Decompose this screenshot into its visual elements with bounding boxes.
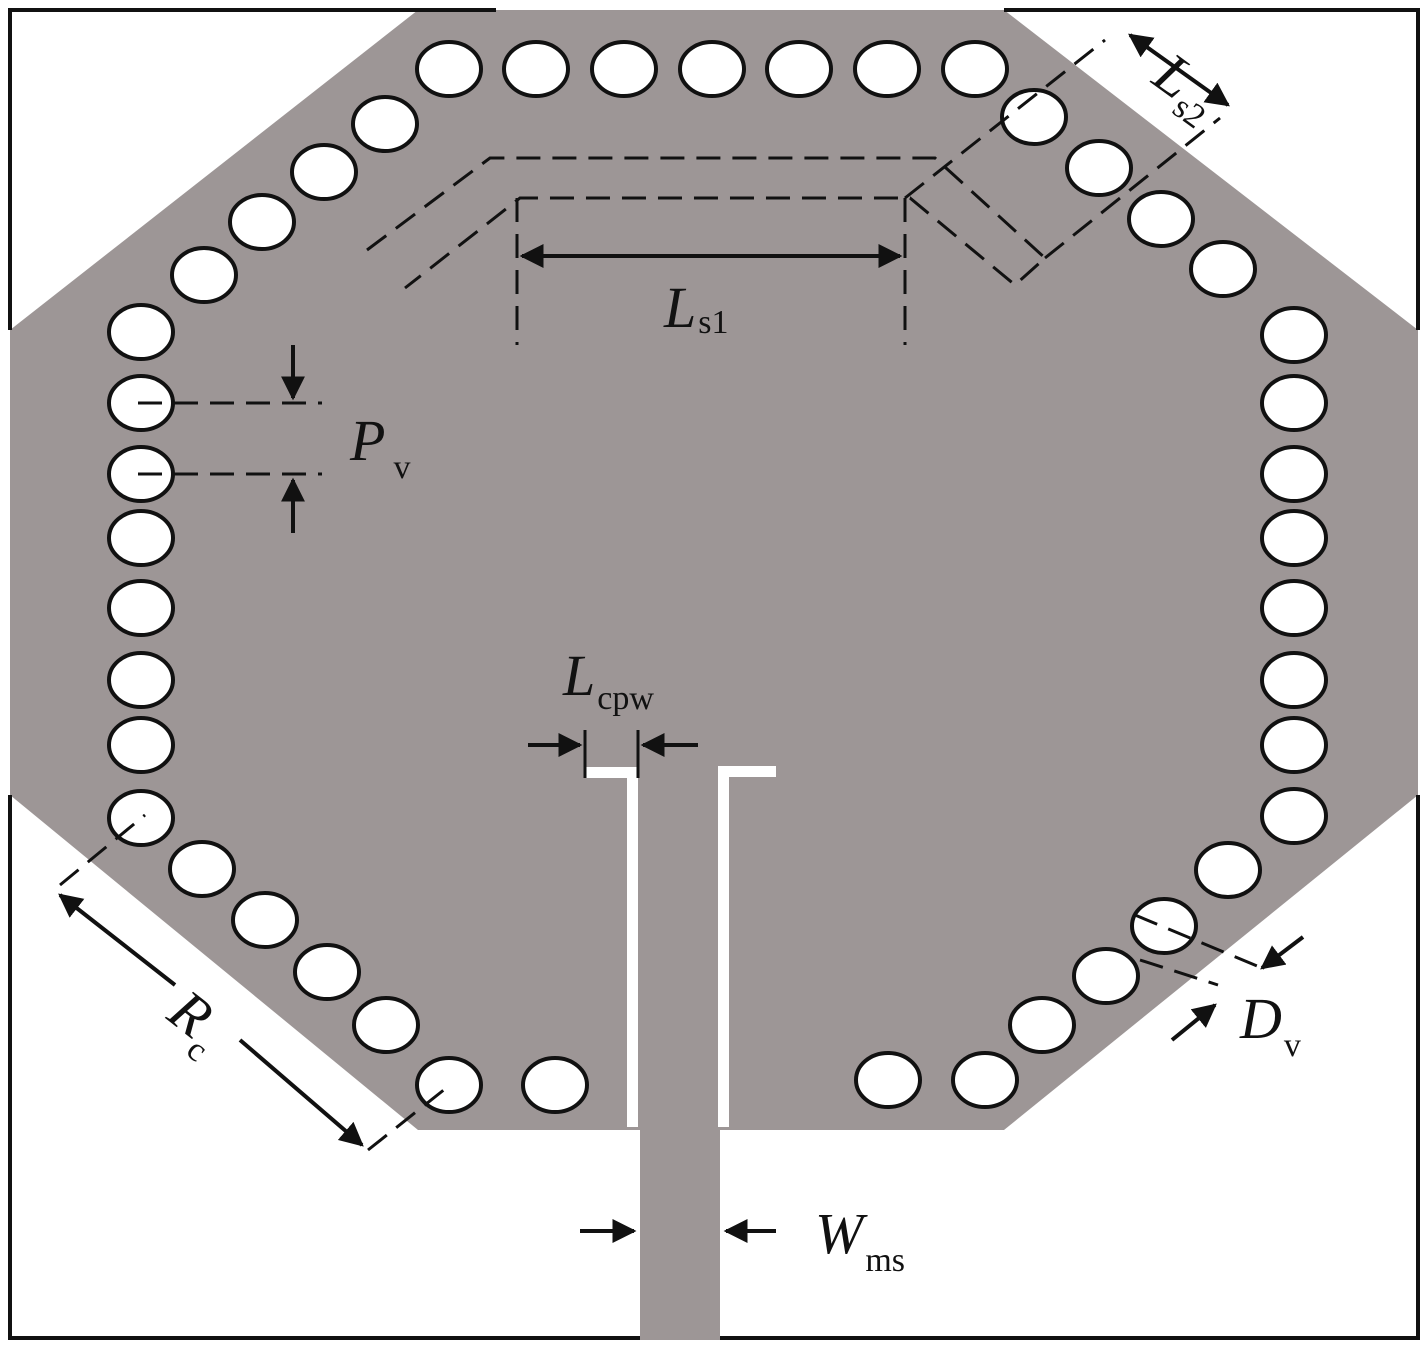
via-hole: [1000, 88, 1068, 146]
octagonal-cavity: [10, 10, 1418, 1130]
dashed-guides: [59, 38, 1263, 1152]
via-hole: [228, 193, 296, 251]
via-hole: [521, 1056, 589, 1114]
via-hole: [352, 996, 420, 1054]
via-hole: [951, 1051, 1019, 1109]
cpw-slot-left-horizontal: [585, 767, 636, 778]
rc-guide-right: [367, 1083, 451, 1152]
via-hole: [853, 40, 921, 98]
cpw-slot-right-horizontal: [718, 766, 776, 777]
dv-guide-lower: [1139, 958, 1219, 987]
via-hole: [107, 716, 175, 774]
via-hole: [231, 891, 299, 949]
via-hole: [765, 40, 833, 98]
via-array: [107, 40, 1328, 1114]
via-hole: [1189, 240, 1257, 298]
ls2-guide-lower: [1044, 116, 1221, 260]
via-hole: [854, 1051, 922, 1109]
via-hole: [1260, 374, 1328, 432]
via-hole: [351, 95, 419, 153]
via-hole: [1260, 509, 1328, 567]
via-hole: [1260, 579, 1328, 637]
rc-arrow-lower: [238, 1038, 364, 1147]
via-hole: [1260, 445, 1328, 503]
via-hole: [1130, 897, 1198, 955]
label-ls2: Ls2: [1137, 39, 1232, 136]
dimension-arrows: [58, 33, 1305, 1243]
via-hole: [170, 246, 238, 304]
via-hole: [107, 579, 175, 637]
via-hole: [1260, 651, 1328, 709]
via-hole: [168, 840, 236, 898]
board-frame: [8, 8, 1420, 1340]
cpw-slot-ticks: [583, 730, 640, 778]
label-lcpw: Lcpw: [562, 643, 654, 717]
via-hole: [107, 303, 175, 361]
via-hole: [107, 509, 175, 567]
via-hole: [1260, 716, 1328, 774]
via-hole: [1260, 306, 1328, 364]
via-hole: [107, 651, 175, 709]
via-hole: [293, 943, 361, 1001]
rc-guide-left: [59, 813, 146, 887]
via-hole: [1260, 787, 1328, 845]
via-hole: [1194, 841, 1262, 899]
via-hole: [590, 40, 658, 98]
via-hole: [678, 40, 746, 98]
via-hole: [415, 40, 483, 98]
cpw-slot-left-vertical: [627, 767, 638, 1127]
label-wms: Wms: [815, 1201, 905, 1279]
label-dv: Dv: [1239, 986, 1301, 1064]
via-hole: [290, 143, 358, 201]
microstrip-feed-line: [640, 1125, 720, 1340]
ls2-guide-upper: [904, 38, 1106, 200]
rc-arrow-upper: [58, 893, 177, 987]
via-hole: [502, 40, 570, 98]
via-hole: [1065, 139, 1133, 197]
dv-arrow-upper: [1260, 935, 1305, 970]
via-hole: [1127, 190, 1195, 248]
ls2-arrow: [1128, 33, 1230, 107]
cpw-slot-right-vertical: [718, 766, 729, 1127]
via-hole: [1008, 996, 1076, 1054]
dv-guide-upper: [1134, 913, 1263, 970]
slot-outer-outline: [366, 156, 1048, 290]
via-hole: [1072, 947, 1140, 1005]
dv-arrow-lower: [1170, 1003, 1217, 1042]
label-rc: Rc: [149, 976, 238, 1069]
label-ls1: Ls1: [663, 275, 729, 341]
cpw-slots: [585, 766, 776, 1127]
substrate: [10, 10, 1418, 1340]
via-hole: [941, 40, 1009, 98]
